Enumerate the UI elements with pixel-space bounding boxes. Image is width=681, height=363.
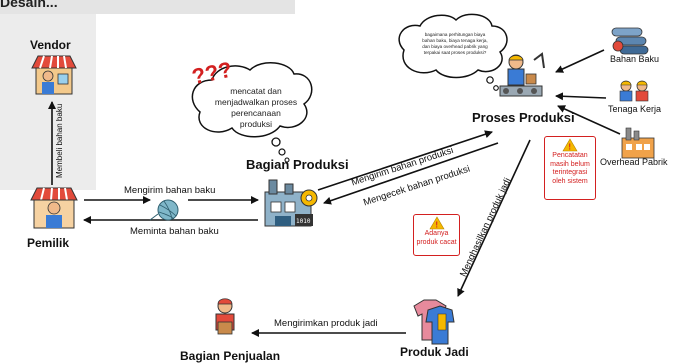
vendor-label: Vendor xyxy=(30,38,71,52)
warning-adanya-box: ! Adanya produk cacat xyxy=(413,214,460,256)
produk-jadi-label: Produk Jadi xyxy=(400,345,469,359)
thought-bubble-proses-produksi xyxy=(398,13,508,91)
tenaga-kerja-workers-icon xyxy=(619,80,649,102)
bagian-penjualan-seller-icon xyxy=(215,298,235,335)
arrow-overhead xyxy=(557,105,621,135)
overhead-pabrik-label: Overhead Pabrik xyxy=(600,157,668,167)
header-title: Desain... xyxy=(0,0,58,10)
factory-icon: 1010 xyxy=(264,179,318,227)
yarn-ball-icon xyxy=(149,199,179,221)
arrow-label-mengirimkan: Mengirimkan produk jadi xyxy=(274,318,378,329)
arrow-label-meminta-bahan-baku: Meminta bahan baku xyxy=(130,226,219,237)
arrow-label-mengirim-bahan-baku: Mengirim bahan baku xyxy=(124,185,216,196)
thought-bubble-bagian-produksi xyxy=(191,62,313,163)
vendor-shop-icon xyxy=(31,55,77,95)
warning-pencatatan-box: ! Pencatatan masih belum terintegrasi ol… xyxy=(544,136,596,200)
arrow-mengirim-bahan-produksi xyxy=(317,130,493,191)
arrow-tenaga-kerja xyxy=(555,92,607,101)
bahan-baku-pipes-icon xyxy=(611,27,649,55)
bagian-penjualan-label: Bagian Penjualan xyxy=(180,349,281,363)
bagian-produksi-label: Bagian Produksi xyxy=(246,157,349,172)
svg-text:!: ! xyxy=(568,143,571,152)
arrow-mengecek-bahan-produksi xyxy=(323,142,499,205)
arrow-label-membeli: Membeli bahan baku xyxy=(55,103,64,178)
warning-triangle-icon: ! xyxy=(562,138,578,152)
proses-produksi-label: Proses Produksi xyxy=(472,110,575,125)
bubble-text-bagian-produksi: mencatat dan menjadwalkan proses perenca… xyxy=(214,86,298,129)
bahan-baku-label: Bahan Baku xyxy=(610,54,660,64)
top-gray-bar xyxy=(0,0,295,14)
bubble-text-proses-produksi: bagaimana perhitungan biaya bahan baku, … xyxy=(422,32,488,55)
tenaga-kerja-label: Tenaga Kerja xyxy=(608,104,662,114)
pemilik-label: Pemilik xyxy=(27,236,70,250)
pemilik-store-icon xyxy=(30,187,78,229)
arrow-bahan-baku xyxy=(555,49,605,73)
warning-triangle-icon: ! xyxy=(428,216,445,230)
svg-text:1010: 1010 xyxy=(296,218,311,225)
arrow-menghasilkan xyxy=(457,139,531,297)
produk-jadi-clothes-icon xyxy=(413,299,455,345)
overhead-pabrik-factory-icon xyxy=(621,127,655,159)
worker-conveyor-icon xyxy=(499,52,545,97)
svg-text:!: ! xyxy=(435,221,438,230)
